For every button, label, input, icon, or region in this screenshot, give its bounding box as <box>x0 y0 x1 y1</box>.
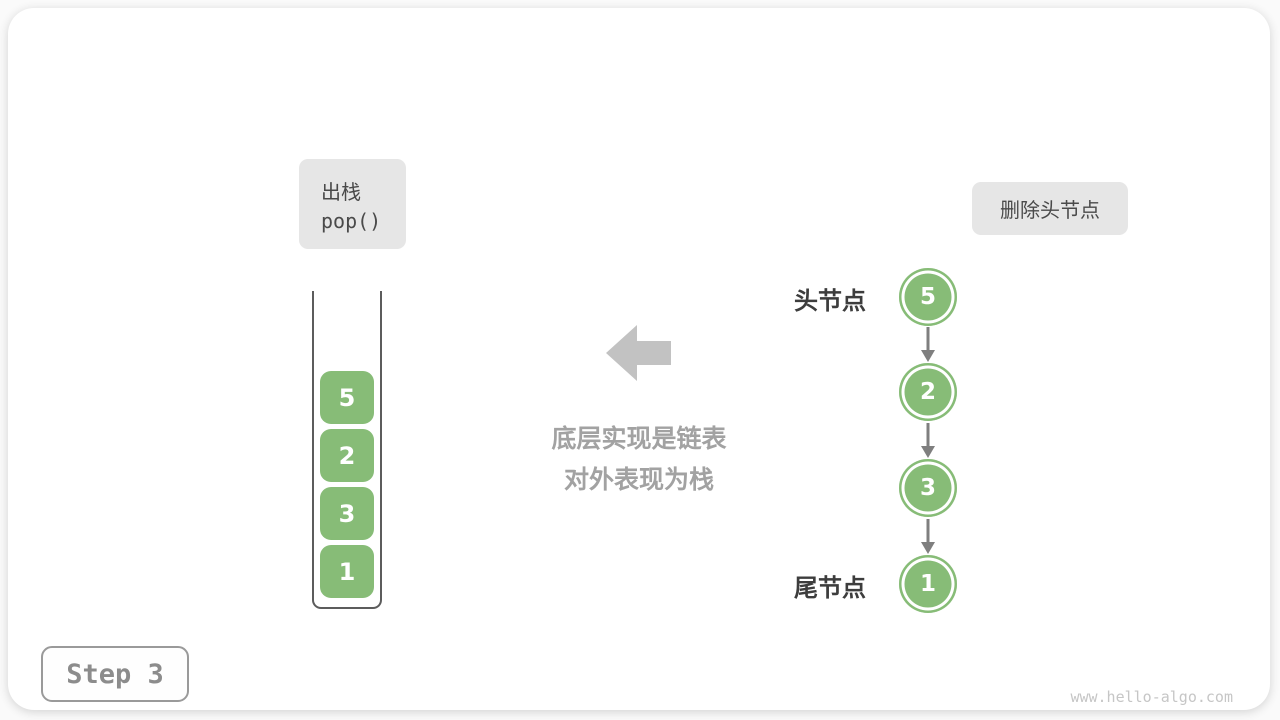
diagram-card: 出栈 pop() 删除头节点 5 2 3 1 底层实现是链表 对外表现为栈 头节… <box>8 8 1270 710</box>
left-arrow-icon <box>606 325 671 381</box>
pop-operation-code: pop() <box>321 208 382 233</box>
arrow-down-icon <box>921 423 935 458</box>
pop-operation-title: 出栈 <box>321 179 361 204</box>
stack-block: 3 <box>320 487 374 540</box>
caption-line2: 对外表现为栈 <box>563 465 714 494</box>
caption: 底层实现是链表 对外表现为栈 <box>489 418 789 500</box>
list-node: 5 <box>899 268 957 326</box>
list-node: 3 <box>899 459 957 517</box>
step-badge: Step 3 <box>41 646 189 702</box>
watermark: www.hello-algo.com <box>1070 688 1233 706</box>
arrow-down-icon <box>921 519 935 554</box>
delete-head-label: 删除头节点 <box>972 182 1128 235</box>
delete-head-label-text: 删除头节点 <box>1000 198 1100 222</box>
head-node-label: 头节点 <box>794 287 866 315</box>
pop-operation-label: 出栈 pop() <box>299 159 406 249</box>
stack-block: 5 <box>320 371 374 424</box>
arrow-down-icon <box>921 327 935 362</box>
stack-block: 2 <box>320 429 374 482</box>
stack-block: 1 <box>320 545 374 598</box>
list-node: 2 <box>899 363 957 421</box>
tail-node-label: 尾节点 <box>794 574 866 602</box>
list-node: 1 <box>899 555 957 613</box>
caption-line1: 底层实现是链表 <box>551 424 727 453</box>
